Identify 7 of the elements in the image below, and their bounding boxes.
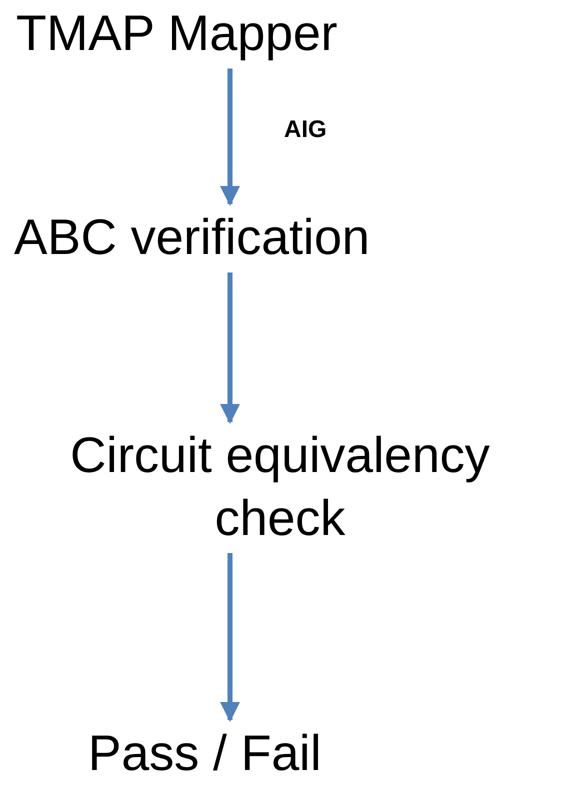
node-text: TMAP Mapper xyxy=(16,5,338,61)
arrow xyxy=(220,272,240,424)
arrow xyxy=(220,553,240,722)
node-text: Circuit equivalency check xyxy=(70,427,490,546)
arrow xyxy=(220,68,240,206)
node-text: Pass / Fail xyxy=(88,725,322,781)
node-text: ABC verification xyxy=(14,209,370,265)
